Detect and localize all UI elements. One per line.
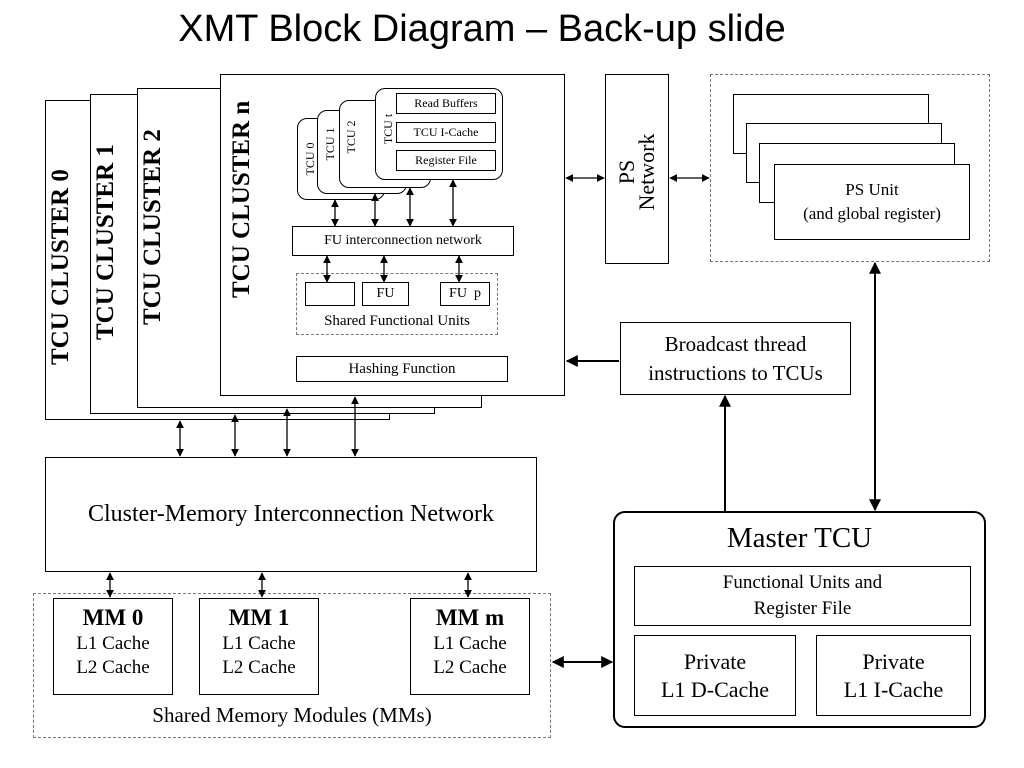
slide-title: XMT Block Diagram – Back-up slide [178,8,786,50]
memory-module-0[interactable]: MM 0 L1 Cache L2 Cache [53,598,173,695]
hashing-function[interactable]: Hashing Function [296,356,508,382]
fu-unit-blank[interactable] [305,282,355,306]
memory-module-1-l1: L1 Cache [222,633,296,654]
ps-network[interactable] [605,74,669,264]
memory-module-1[interactable]: MM 1 L1 Cache L2 Cache [199,598,319,695]
master-tcu-title: Master TCU [726,522,873,554]
memory-module-m[interactable]: MM m L1 Cache L2 Cache [410,598,530,695]
memory-module-1-l2: L2 Cache [222,657,296,678]
fu-interconnection-network[interactable]: FU interconnection network [292,226,514,256]
memory-module-m-l1: L1 Cache [433,633,507,654]
master-functional-units-register-file[interactable]: Functional Units and Register File [634,566,971,626]
private-l1-dcache[interactable]: Private L1 D-Cache [634,635,796,716]
broadcast-thread-instructions[interactable]: Broadcast thread instructions to TCUs [620,322,851,395]
memory-module-0-l1: L1 Cache [76,633,150,654]
cluster-memory-interconnection-network[interactable]: Cluster-Memory Interconnection Network [45,457,537,572]
memory-module-0-l2: L2 Cache [76,657,150,678]
shared-memory-modules [33,593,551,738]
private-l1-icache[interactable]: Private L1 I-Cache [816,635,971,716]
memory-module-m-name: MM m [435,605,505,630]
shared-functional-units [296,273,498,335]
ps-unit[interactable]: PS Unit (and global register) [774,164,970,240]
read-buffers[interactable]: Read Buffers [396,93,496,114]
tcu-icache[interactable]: TCU I-Cache [396,122,496,143]
shared-functional-units-label: Shared Functional Units [324,313,470,329]
register-file[interactable]: Register File [396,150,496,171]
shared-memory-modules-label: Shared Memory Modules (MMs) [152,703,432,727]
memory-module-0-name: MM 0 [82,605,144,630]
fu-unit-p[interactable]: FU p [440,282,490,306]
ps-unit-group [710,74,990,262]
memory-module-1-name: MM 1 [228,605,290,630]
memory-module-m-l2: L2 Cache [433,657,507,678]
fu-unit[interactable]: FU [362,282,409,306]
